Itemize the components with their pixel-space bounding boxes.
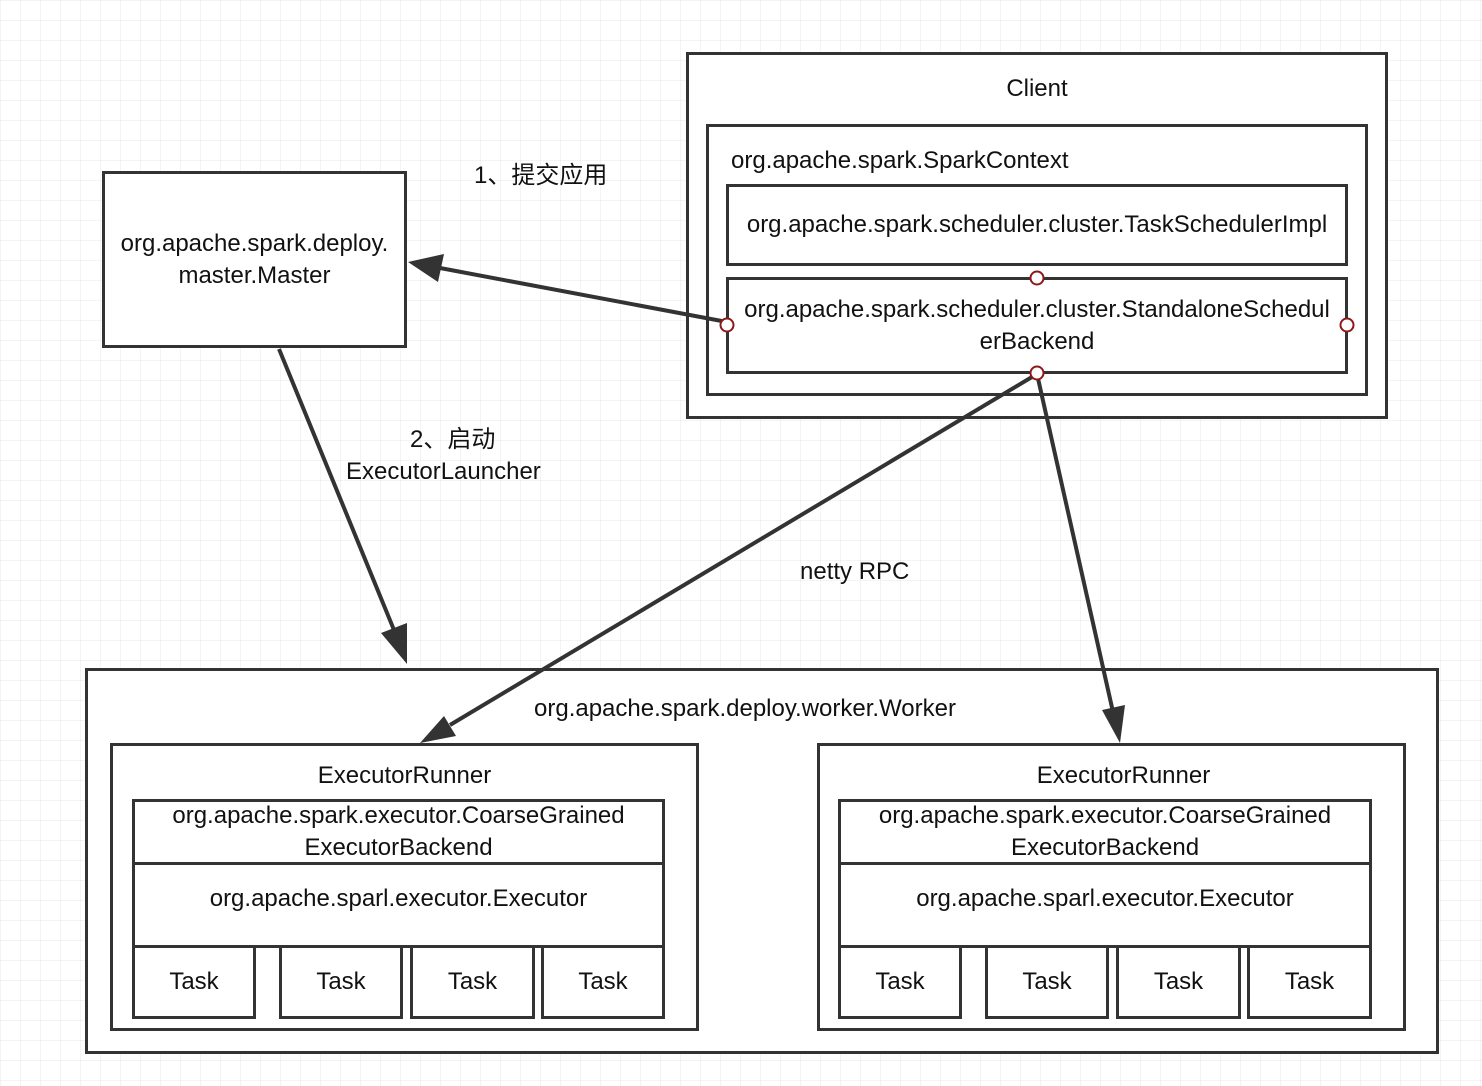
executor-1[interactable]: org.apache.sparl.executor.Executor bbox=[132, 862, 665, 948]
edge-label-rpc: netty RPC bbox=[800, 558, 910, 585]
arrow-rpc-runner-2 bbox=[1035, 373, 1115, 713]
task-1-4[interactable]: Task bbox=[541, 945, 665, 1019]
spark-context-label: org.apache.spark.SparkContext bbox=[731, 147, 1069, 174]
arrowhead-launch bbox=[381, 623, 407, 664]
executor-2[interactable]: org.apache.sparl.executor.Executor bbox=[838, 862, 1372, 948]
task-1-3[interactable]: Task bbox=[410, 945, 535, 1019]
task-1-2[interactable]: Task bbox=[279, 945, 403, 1019]
coarse-backend-2[interactable]: org.apache.spark.executor.CoarseGrainedE… bbox=[838, 799, 1372, 865]
edge-label-submit: 1、提交应用 bbox=[474, 162, 608, 189]
worker-title: org.apache.spark.deploy.worker.Worker bbox=[534, 695, 956, 722]
executor-runner-1-title: ExecutorRunner bbox=[317, 762, 492, 789]
scheduler-backend-box[interactable]: org.apache.spark.scheduler.cluster.Stand… bbox=[726, 277, 1348, 374]
task-2-2[interactable]: Task bbox=[985, 945, 1109, 1019]
task-2-3[interactable]: Task bbox=[1116, 945, 1241, 1019]
edge-label-launch-2: ExecutorLauncher bbox=[346, 458, 541, 485]
arrow-submit bbox=[439, 266, 728, 324]
task-1-1[interactable]: Task bbox=[132, 945, 256, 1019]
client-title: Client bbox=[1006, 75, 1068, 102]
coarse-backend-1[interactable]: org.apache.spark.executor.CoarseGrainedE… bbox=[132, 799, 665, 865]
arrowhead-submit bbox=[408, 254, 444, 282]
task-2-4[interactable]: Task bbox=[1247, 945, 1372, 1019]
task-scheduler-box[interactable]: org.apache.spark.scheduler.cluster.TaskS… bbox=[726, 184, 1348, 266]
arrow-launch bbox=[277, 348, 396, 631]
executor-runner-2-title: ExecutorRunner bbox=[1036, 762, 1211, 789]
master-box[interactable]: org.apache.spark.deploy.master.Master bbox=[102, 171, 407, 348]
edge-label-launch-1: 2、启动 bbox=[410, 426, 496, 453]
task-2-1[interactable]: Task bbox=[838, 945, 962, 1019]
